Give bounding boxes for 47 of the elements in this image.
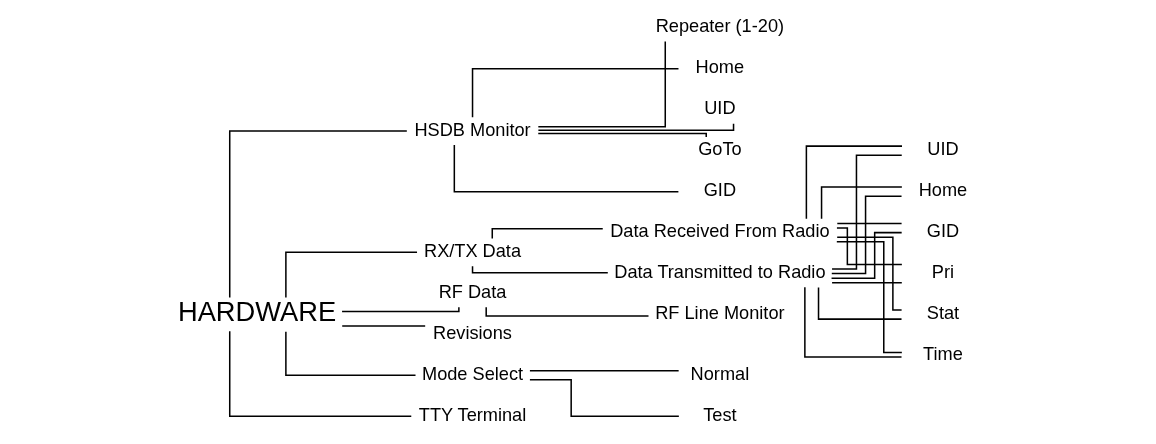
node-text: GID (703, 180, 737, 201)
connector (228, 330, 413, 417)
connector (471, 67, 680, 118)
connector (831, 154, 903, 270)
node-text: Revisions (433, 323, 512, 343)
connector (537, 40, 666, 128)
node-text: Data Received From Radio (610, 221, 830, 242)
connector (341, 325, 426, 327)
node-text: Mode Select (421, 363, 524, 384)
node-text: RF Data (438, 282, 507, 303)
node-text: Home (918, 180, 968, 201)
node-text: Normal (690, 363, 750, 384)
node-text: HSDB Monitor (414, 119, 531, 140)
connector (529, 369, 680, 372)
connector (817, 286, 903, 320)
connector (537, 132, 707, 138)
node-text: Pri (931, 262, 955, 283)
node-text: TTY Terminal (418, 404, 527, 425)
node-text: Data Transmitted to Radio (614, 262, 826, 283)
node-text: Repeater (1-20) (655, 16, 785, 37)
connector (285, 251, 418, 299)
node-text: GID (926, 221, 960, 242)
node-text: Stat (926, 303, 960, 324)
connector (836, 222, 903, 225)
node-text: RX/TX Data (424, 241, 522, 262)
node-text: RF Line Monitor (655, 303, 785, 324)
connector (529, 379, 680, 417)
node-text: HARDWARE (177, 296, 337, 328)
connector (228, 130, 408, 299)
connector (836, 236, 903, 311)
connector (830, 231, 903, 279)
node-text: UID (704, 98, 736, 119)
connector (453, 144, 680, 193)
connector (836, 240, 903, 354)
connector (831, 195, 903, 275)
node-text: Test (703, 404, 737, 425)
node-text: GoTo (698, 139, 742, 160)
connector (831, 281, 903, 284)
node-text: UID (927, 139, 959, 160)
connector (804, 286, 903, 358)
node-text: Home (695, 57, 745, 78)
connector (285, 331, 417, 377)
connector (836, 227, 903, 266)
connector (820, 186, 903, 220)
node-text: Time (923, 344, 963, 365)
connector (341, 306, 460, 313)
connector (805, 145, 903, 220)
